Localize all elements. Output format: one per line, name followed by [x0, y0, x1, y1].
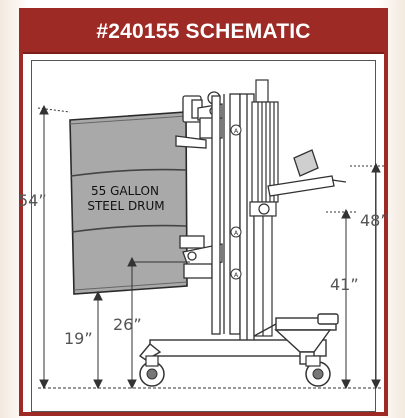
dim-54-label: 54” — [18, 191, 47, 210]
push-handle — [267, 149, 347, 197]
svg-text:A: A — [234, 272, 239, 279]
drum-label-line2: STEEL DRUM — [87, 199, 164, 213]
dimension-lines — [37, 104, 384, 390]
steel-drum — [69, 111, 188, 295]
caster-wheel-right — [305, 355, 331, 387]
dim-48-label: 48” — [360, 211, 389, 230]
dimension-labels: 54” 48” 41” 19” 26” — [18, 191, 389, 348]
dim-19-label: 19” — [64, 329, 93, 348]
svg-text:A: A — [234, 128, 239, 135]
drum-label: 55 GALLON STEEL DRUM — [87, 184, 164, 213]
drum-label-line1: 55 GALLON — [91, 184, 159, 198]
header-bar: #240155 SCHEMATIC — [23, 12, 384, 54]
dim-26-label: 26” — [113, 315, 142, 334]
callout-markers: A A A — [230, 124, 242, 280]
svg-text:A: A — [234, 230, 239, 237]
caster-wheel-left — [139, 355, 165, 387]
page-title: #240155 SCHEMATIC — [96, 20, 311, 43]
base-frame — [138, 313, 339, 365]
hydraulic-cylinder — [249, 79, 279, 337]
dim-41-label: 41” — [330, 275, 359, 294]
